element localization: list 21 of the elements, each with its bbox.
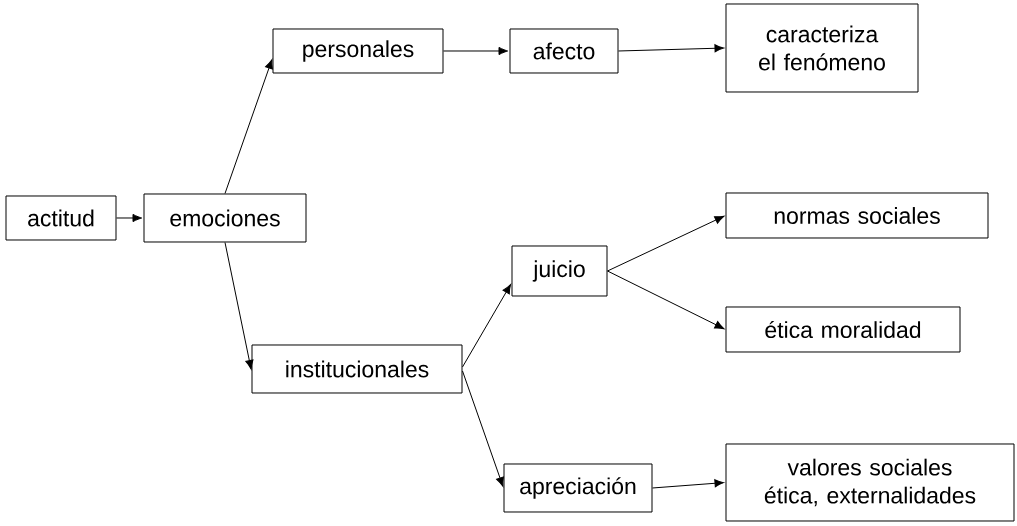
arrow	[607, 270, 725, 330]
arrow	[618, 44, 725, 53]
concept-box: apreciación	[503, 463, 653, 513]
arrow	[443, 46, 509, 56]
concept-box: ética moralidad	[725, 306, 961, 353]
arrow	[607, 215, 725, 272]
concept-box: juicio	[511, 245, 608, 297]
concept-box: personales	[272, 28, 444, 74]
concept-box: normas sociales	[725, 192, 989, 239]
concept-box: actitud	[5, 195, 117, 241]
arrow	[224, 59, 273, 194]
arrow	[224, 242, 254, 370]
arrow	[116, 213, 143, 223]
arrow	[462, 370, 504, 487]
concept-box: afecto	[509, 28, 619, 74]
concept-box: institucionales	[251, 344, 463, 394]
concept-box: valores sociales ética, externalidades	[725, 443, 1015, 522]
concept-box: emociones	[143, 193, 307, 243]
arrow	[652, 479, 725, 489]
arrow	[462, 284, 512, 368]
concept-box: caracteriza el fenómeno	[725, 3, 919, 93]
